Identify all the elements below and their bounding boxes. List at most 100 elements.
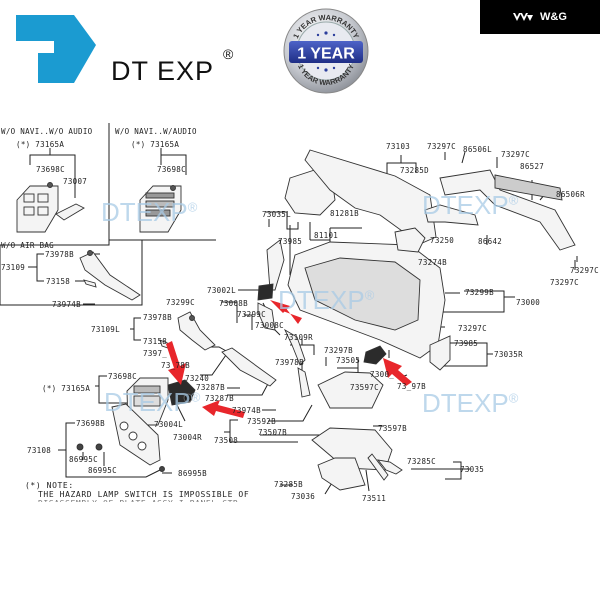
part-label: 73698B: [76, 419, 105, 428]
part-vent: [494, 174, 563, 201]
part-label: 73978B: [45, 250, 74, 259]
part-label: 73008C: [255, 321, 284, 330]
part-label: 73004L: [154, 420, 183, 429]
part-top-panel: [304, 149, 437, 245]
part-label: 73698C: [36, 165, 65, 174]
part-label: 73008B: [219, 299, 248, 308]
part-panel-b: [177, 311, 216, 351]
part-label: 73285C: [407, 457, 436, 466]
part-label: 73_78B: [161, 361, 190, 370]
part-label: 73299C: [237, 310, 266, 319]
part-trim-73035: [376, 459, 403, 475]
part-label: 73285D: [400, 166, 429, 175]
part-bracket-73109r: [297, 367, 311, 398]
part-label: 81101: [314, 231, 339, 240]
callout-arrow-4: [383, 358, 412, 386]
part-label: 73299B: [465, 288, 494, 297]
part-label: 86995B: [178, 469, 207, 478]
part-label: 73974B: [52, 300, 81, 309]
inset-assembly: 73109: [1, 263, 26, 272]
part-label: 86527: [520, 162, 545, 171]
part-strip: [367, 453, 389, 481]
callout-arrow-1: [166, 341, 186, 385]
part-label: 73299C: [166, 298, 195, 307]
part-label: 73007: [63, 177, 88, 186]
warranty-badge: 1 YEAR WARRANTY 1 YEAR WARRANTY 1 YEAR: [283, 8, 369, 94]
part-switch-73002l: [257, 283, 274, 301]
wg-badge: W&G: [480, 0, 600, 34]
wg-text: W&G: [540, 11, 567, 23]
part-glovebox-upper: [317, 371, 384, 409]
part-label: 73287B: [205, 394, 234, 403]
part-label: 73978B: [275, 358, 304, 367]
inset-frame-airbag: [0, 240, 143, 306]
inset-title: W/O NAVI..W/O AUDIO: [1, 127, 93, 136]
part-label: 73974B: [232, 406, 261, 415]
callout-arrow-2-head: [270, 300, 290, 313]
part-label: 73109L: [91, 325, 120, 334]
part-label: 73002L: [207, 286, 236, 295]
part-label: 73004R: [173, 433, 202, 442]
watermark: DTEXP®: [101, 197, 198, 227]
part-side-cover-left: [266, 239, 285, 291]
part-label: 73297C: [570, 266, 599, 275]
part-label: 86506L: [463, 145, 492, 154]
part-label: 73508: [214, 436, 239, 445]
part-bracket-73240: [221, 347, 277, 387]
part-label: 73592B: [247, 417, 276, 426]
part-side-cover-right: [429, 335, 451, 371]
part-label: 73507B: [258, 428, 287, 437]
part-label: 73035R: [494, 350, 523, 359]
part-label: 7397_: [143, 349, 168, 358]
part-label: 73274B: [418, 258, 447, 267]
part-bracket-73008b: [257, 302, 276, 331]
registered-mark: ®: [223, 46, 234, 62]
warranty-center-text: 1 YEAR: [297, 46, 355, 63]
part-label: 86995C: [88, 466, 117, 475]
part-label: 73158: [143, 337, 168, 346]
part-switch-right: [363, 345, 387, 365]
part-label: 73_97B: [397, 382, 426, 391]
dtexp-logo: [16, 15, 96, 83]
part-label: (*) 73165A: [42, 384, 91, 393]
part-label: 73297C: [458, 324, 487, 333]
inset-title: W/O NAVI..W/AUDIO: [115, 127, 197, 136]
d-logo-icon: [16, 15, 96, 83]
part-label: 73109R: [284, 333, 313, 342]
inset-assembly: (*) 73165A: [131, 140, 180, 149]
watermark: DTEXP®: [422, 190, 519, 220]
part-label: 73285B: [274, 480, 303, 489]
part-label: 73036: [291, 492, 316, 501]
part-label: 73698C: [157, 165, 186, 174]
part-switch: [55, 203, 85, 221]
part-label: 7300_: [370, 370, 395, 379]
part-label: 73597C: [350, 383, 379, 392]
part-label: 73287B: [196, 383, 225, 392]
part-label: 73297C: [427, 142, 456, 151]
part-label: 73240: [185, 374, 210, 383]
part-duct-center: [424, 204, 479, 226]
watermark: DTEXP®: [278, 285, 375, 315]
part-label: 73985: [454, 339, 479, 348]
part-panel-a: [79, 251, 141, 301]
part-label: 73978B: [143, 313, 172, 322]
note-line-2: DISASSEMBLY OF PLATE ASSY,I-PANEL CTR: [38, 499, 238, 502]
part-label: 73597B: [378, 424, 407, 433]
part-label: 73985: [278, 237, 303, 246]
part-label: 73035L: [262, 210, 291, 219]
callout-arrow-3: [202, 400, 245, 418]
part-label: 81281B: [330, 209, 359, 218]
part-bracket-73008c: [283, 328, 306, 366]
note-line-1: THE HAZARD LAMP SWITCH IS IMPOSSIBLE OF: [38, 490, 250, 499]
part-label: 73511: [362, 494, 387, 503]
part-label: 73297C: [501, 150, 530, 159]
brand-name: DT EXP: [111, 56, 215, 86]
part-label: 86642: [478, 237, 503, 246]
part-glovebox-lower: [317, 457, 366, 491]
part-bezel-a: [16, 185, 59, 233]
inset-assembly: (*) 73165A: [16, 140, 65, 149]
watermark: DTEXP®: [104, 387, 201, 417]
watermark: DTEXP®: [422, 388, 519, 418]
part-label: 73035: [460, 465, 485, 474]
